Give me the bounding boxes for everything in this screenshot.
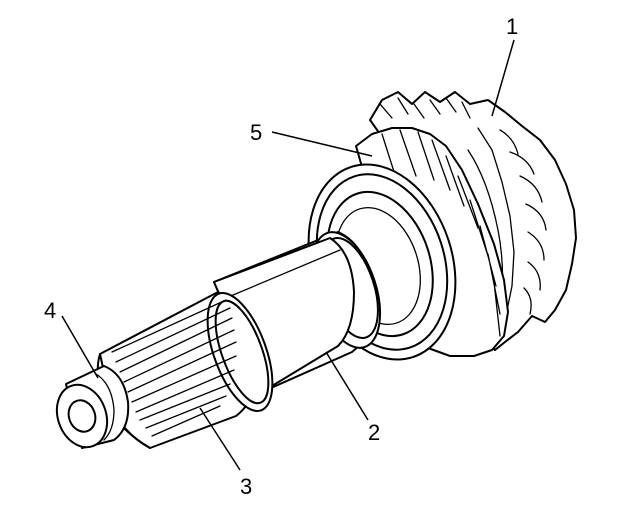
leader-5 bbox=[271, 131, 373, 157]
callout-labels: 1 5 4 2 3 bbox=[44, 14, 518, 499]
leader-3 bbox=[199, 407, 241, 471]
leader-1 bbox=[491, 39, 515, 117]
shaft-end-journal bbox=[55, 365, 130, 449]
leader-4 bbox=[61, 315, 99, 379]
callout-3: 3 bbox=[240, 474, 252, 499]
callout-1: 1 bbox=[506, 14, 518, 39]
callout-2: 2 bbox=[368, 420, 380, 445]
leader-2 bbox=[325, 351, 369, 421]
splines bbox=[111, 299, 237, 437]
pinion-gear-teeth bbox=[477, 127, 547, 321]
leader-lines bbox=[61, 39, 515, 471]
shaft-end-face bbox=[55, 383, 109, 449]
callout-5: 5 bbox=[250, 120, 262, 145]
bearing-rollers bbox=[381, 129, 501, 337]
spline-section bbox=[96, 291, 274, 449]
callout-4: 4 bbox=[44, 298, 56, 323]
